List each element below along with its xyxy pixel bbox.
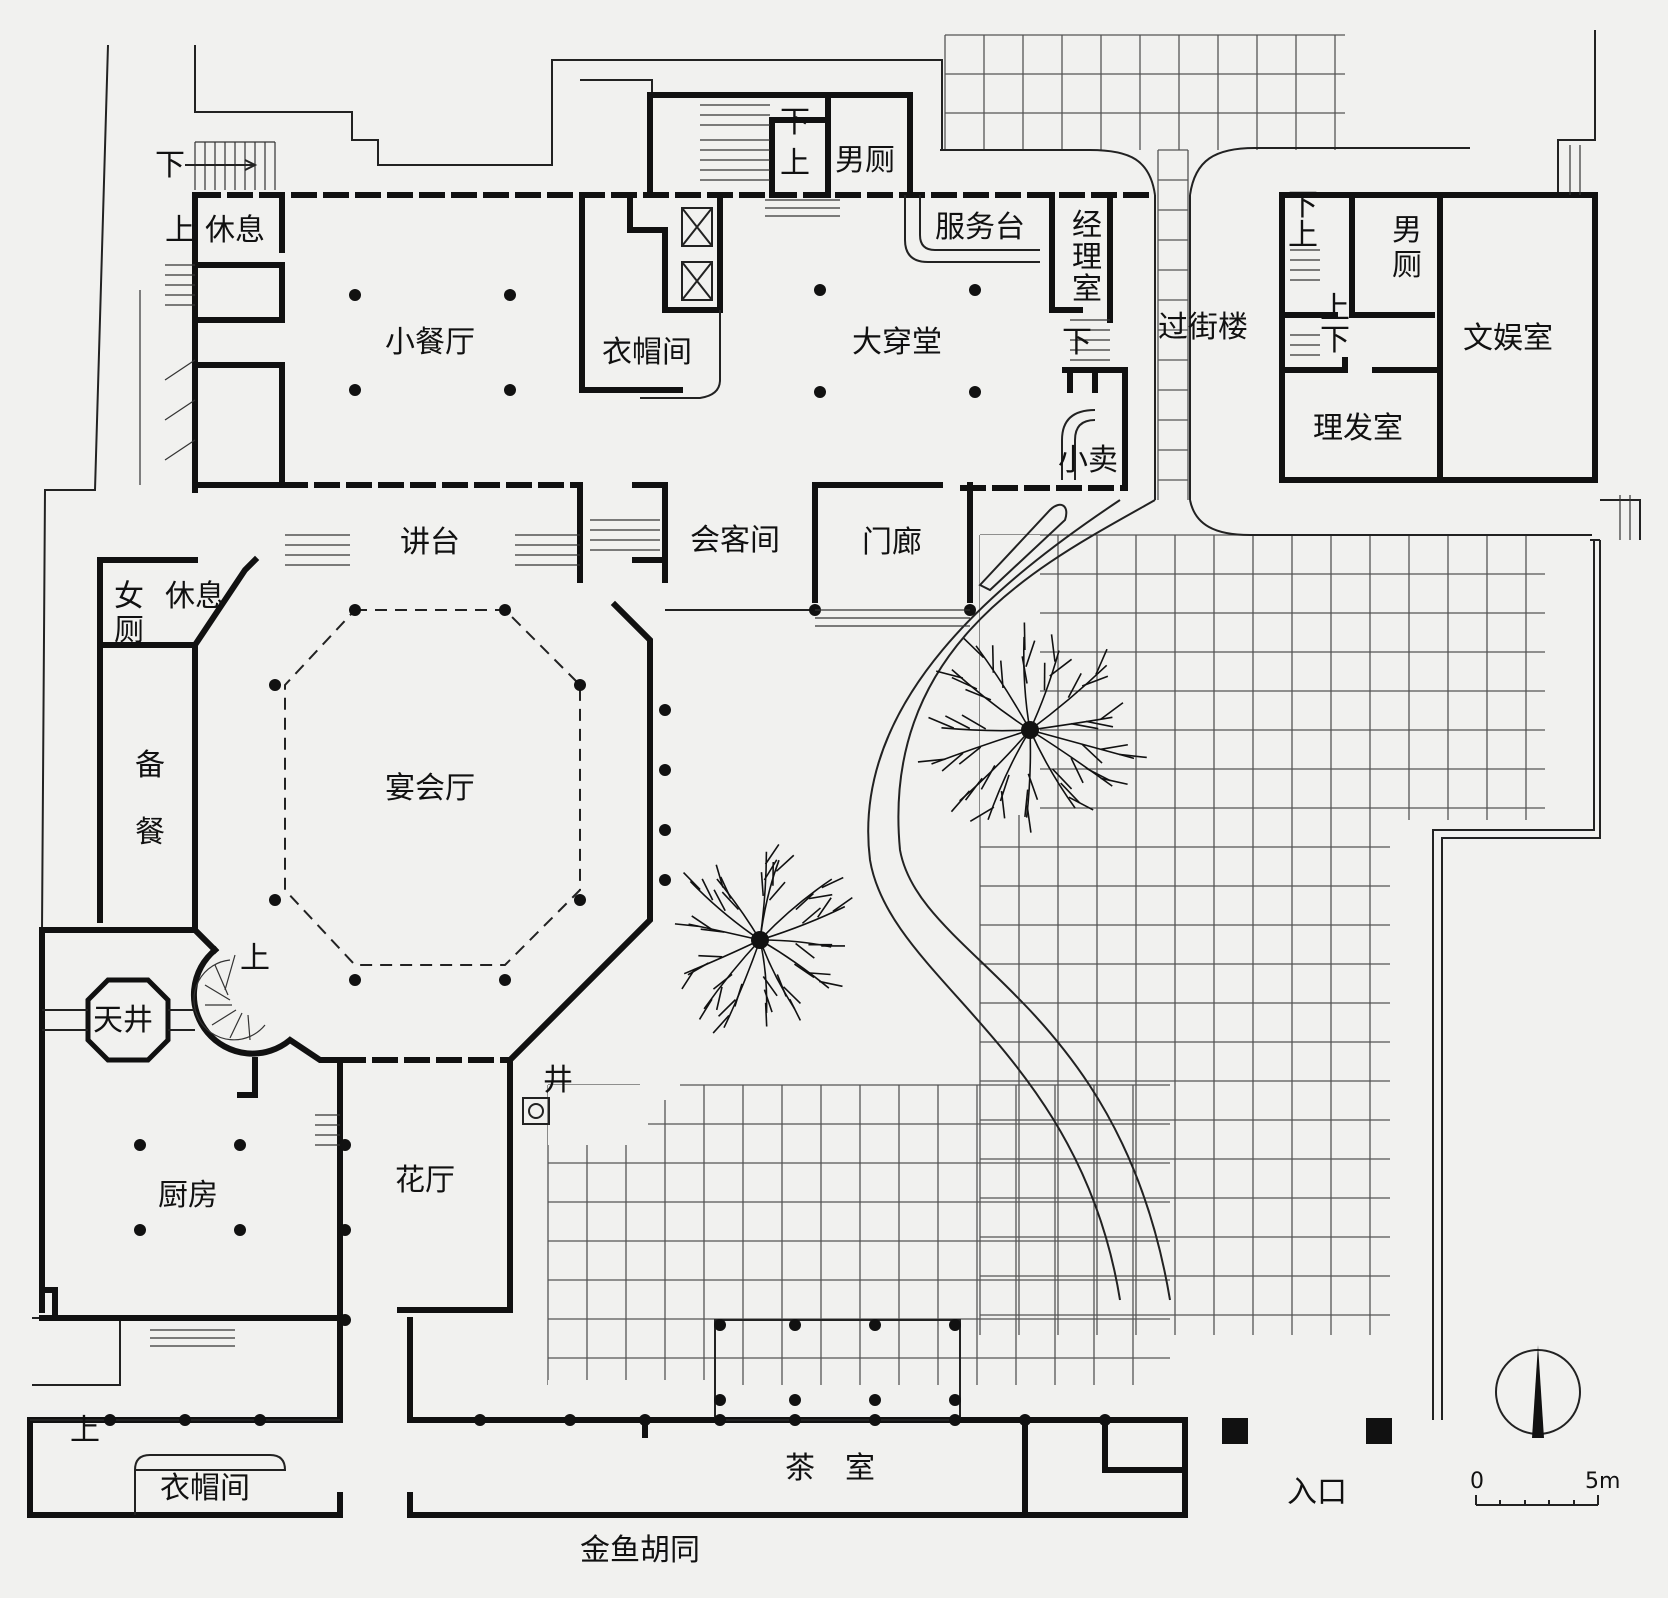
mark-up-spiral: 上 [240,941,270,976]
label-hua-ting: 花厅 [395,1163,455,1198]
label-tian-jing: 天井 [93,1003,153,1038]
label-jiang-tai: 讲台 [400,525,460,560]
label-yimaojian-n: 衣帽间 [602,335,692,370]
label-yanhui-ting: 宴会厅 [385,771,475,806]
banquet-octagon [284,609,581,966]
mark-up-n: 上 [780,146,810,181]
label-nv-ce-2: 厕 [114,613,144,648]
label-nv-ce-1: 女 [114,579,144,614]
courtyard-paving-grid [979,534,1560,1340]
tree-south [674,844,853,1034]
scale-five: 5m [1585,1469,1620,1494]
mark-down-nw: 下 [155,148,185,183]
label-wenyu-shi: 文娱室 [1463,321,1553,356]
stair-marks: 下 上 下 上 下 下 上 上 下 上 上 [70,105,1350,1448]
label-xiao-canting: 小餐厅 [385,325,475,360]
label-nan-ce-e-1: 男 [1392,213,1422,248]
site-boundary [32,30,1641,1386]
mark-down-e2: 下 [1320,323,1350,358]
label-jingli-3: 室 [1072,272,1102,307]
label-bei-can-2: 餐 [135,815,165,850]
mark-up-nw: 上 [165,213,195,248]
building-walls [27,92,1598,1518]
label-guojie-lou: 过街楼 [1158,310,1248,345]
mark-up-sw: 上 [70,1413,100,1448]
label-cha-shi: 茶 室 [785,1451,875,1486]
mark-up-e: 上 [1288,218,1318,253]
label-jingli-2: 理 [1072,240,1102,275]
label-xiao-mai: 小卖 [1058,443,1118,478]
label-fuwutai: 服务台 [935,210,1025,245]
label-nan-ce-e-2: 厕 [1392,248,1422,283]
label-men-lang: 门廊 [862,525,922,560]
label-huike-jian: 会客间 [690,523,780,558]
mark-down-ne: 下 [1062,325,1092,360]
scale-bar: 0 5m [1470,1469,1620,1506]
skylight-courtyard-octagon [85,977,171,1063]
label-jingli-1: 经 [1072,208,1102,243]
garden-paths [867,147,1601,1420]
mark-down-n: 下 [780,105,810,140]
room-labels: 休息 小餐厅 衣帽间 大穿堂 服务台 经 理 室 男厕 过街楼 男 厕 文娱室 … [93,143,1553,1568]
tree-north [917,622,1147,833]
label-bei-can-1: 备 [135,748,165,783]
label-da-chuantang: 大穿堂 [852,325,942,360]
label-ru-kou: 入口 [1287,1475,1347,1510]
scale-zero: 0 [1470,1469,1484,1494]
label-yimaojian-s: 衣帽间 [160,1471,250,1506]
label-xiuxi-w: 休息 [165,579,225,614]
mark-up-e2: 上 [1320,291,1350,326]
label-jing: 井 [543,1063,573,1098]
label-jinyu-hutong: 金鱼胡同 [580,1533,700,1568]
passage-paving-grid [1157,149,1189,500]
south-paving-grid [547,1000,1170,1390]
north-arrow-icon [1495,1345,1581,1438]
north-paving-grid [944,34,1345,150]
mark-down-e: 下 [1288,188,1318,223]
label-lifa-shi: 理发室 [1313,411,1403,446]
label-xiuxi-nw: 休息 [205,213,265,248]
columns [104,284,1111,1426]
label-nan-ce-n: 男厕 [835,143,895,178]
label-chu-fang: 厨房 [158,1178,218,1213]
